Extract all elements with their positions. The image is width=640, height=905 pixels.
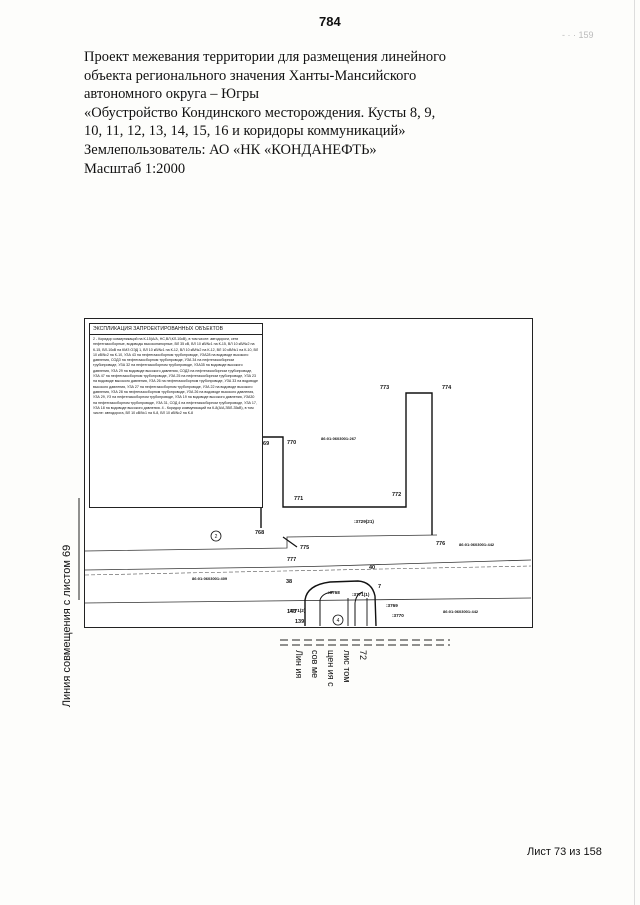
- cadastral-number: 86:01:0603001:267: [321, 436, 357, 441]
- plot-label: :3729(21): [354, 519, 374, 524]
- lower-plot-inner-right: [354, 591, 364, 626]
- lower-plot-inner-left: [319, 591, 334, 626]
- point-label: 768: [255, 530, 264, 536]
- point-label: 774: [442, 385, 452, 391]
- road-line-mid: [84, 559, 532, 571]
- road-line-upper: [84, 534, 438, 552]
- combine-text: лис том: [342, 650, 352, 683]
- title-line: Проект межевания территории для размещен…: [84, 49, 446, 65]
- combination-label: Линия совмещения с листом 69: [61, 544, 73, 708]
- lower-plot-outline: [304, 580, 377, 627]
- title-line: Землепользователь: АО «НК «КОНДАНЕФТЬ»: [84, 141, 377, 158]
- point-label: 7: [378, 584, 381, 590]
- point-label: 775: [300, 545, 309, 551]
- point-label: 769: [260, 441, 269, 447]
- plot-label: :3771(2): [288, 608, 306, 613]
- point-label: 38: [286, 579, 292, 585]
- point-label: 143: [287, 609, 296, 615]
- point-label: 773: [380, 385, 389, 391]
- document-title: Проект межевания территории для размещен…: [84, 48, 446, 178]
- page-number: 784: [319, 14, 341, 29]
- point-label: 770: [287, 440, 296, 446]
- plot-label: :3769: [386, 603, 398, 608]
- combine-text: 72: [358, 650, 368, 660]
- plot-label: :3771(1): [352, 592, 370, 597]
- title-line: объекта регионального значения Ханты-Ман…: [84, 67, 417, 84]
- page-edge: [634, 0, 635, 905]
- plot-label: :3768: [328, 590, 340, 595]
- corner-mark: - · · 159: [562, 30, 594, 40]
- road-line-lower: [84, 597, 532, 604]
- point-label: 40: [369, 565, 375, 571]
- sheet-footer: Лист 73 из 158: [527, 846, 602, 858]
- title-line: Масштаб 1:2000: [84, 160, 186, 177]
- corridor-number: 4: [337, 618, 340, 624]
- corridor-outline: [260, 392, 433, 535]
- legend-header: ЭКСПЛИКАЦИЯ ЗАПРОЕКТИРОВАННЫХ ОБЪЕКТОВ: [90, 324, 262, 335]
- cadastral-number: 86:01:0603001:442: [459, 542, 495, 547]
- point-label: 139: [295, 619, 304, 625]
- combine-text: щен ия с: [326, 650, 336, 687]
- legend-body: 2 - Коридор коммуникаций на К-15(А/А, НС…: [93, 337, 259, 416]
- cadastral-number: 86:01:0603001:409: [192, 576, 228, 581]
- point-label: 771: [294, 496, 303, 502]
- corridor-marker-circle: [332, 614, 344, 626]
- title-line: 10, 11, 12, 13, 14, 15, 16 и коридоры ко…: [84, 123, 406, 140]
- road-line-dashed: [84, 565, 532, 576]
- point-label: 776: [436, 541, 445, 547]
- legend-box: ЭКСПЛИКАЦИЯ ЗАПРОЕКТИРОВАННЫХ ОБЪЕКТОВ 2…: [89, 323, 263, 508]
- title-line: автономного округа – Югры: [84, 86, 260, 103]
- combine-text: сов ме: [310, 650, 320, 678]
- plot-label: :3770: [392, 613, 404, 618]
- corridor-jog: [282, 536, 298, 548]
- corridor-number: 2: [215, 534, 218, 540]
- point-label: 777: [287, 557, 296, 563]
- corridor-marker-circle: [210, 530, 222, 542]
- combine-text: Лин ия: [294, 650, 304, 678]
- point-label: 772: [392, 492, 401, 498]
- title-line: «Обустройство Кондинского месторождения.…: [84, 104, 436, 121]
- cadastral-number: 86:01:0603001:442: [443, 609, 479, 614]
